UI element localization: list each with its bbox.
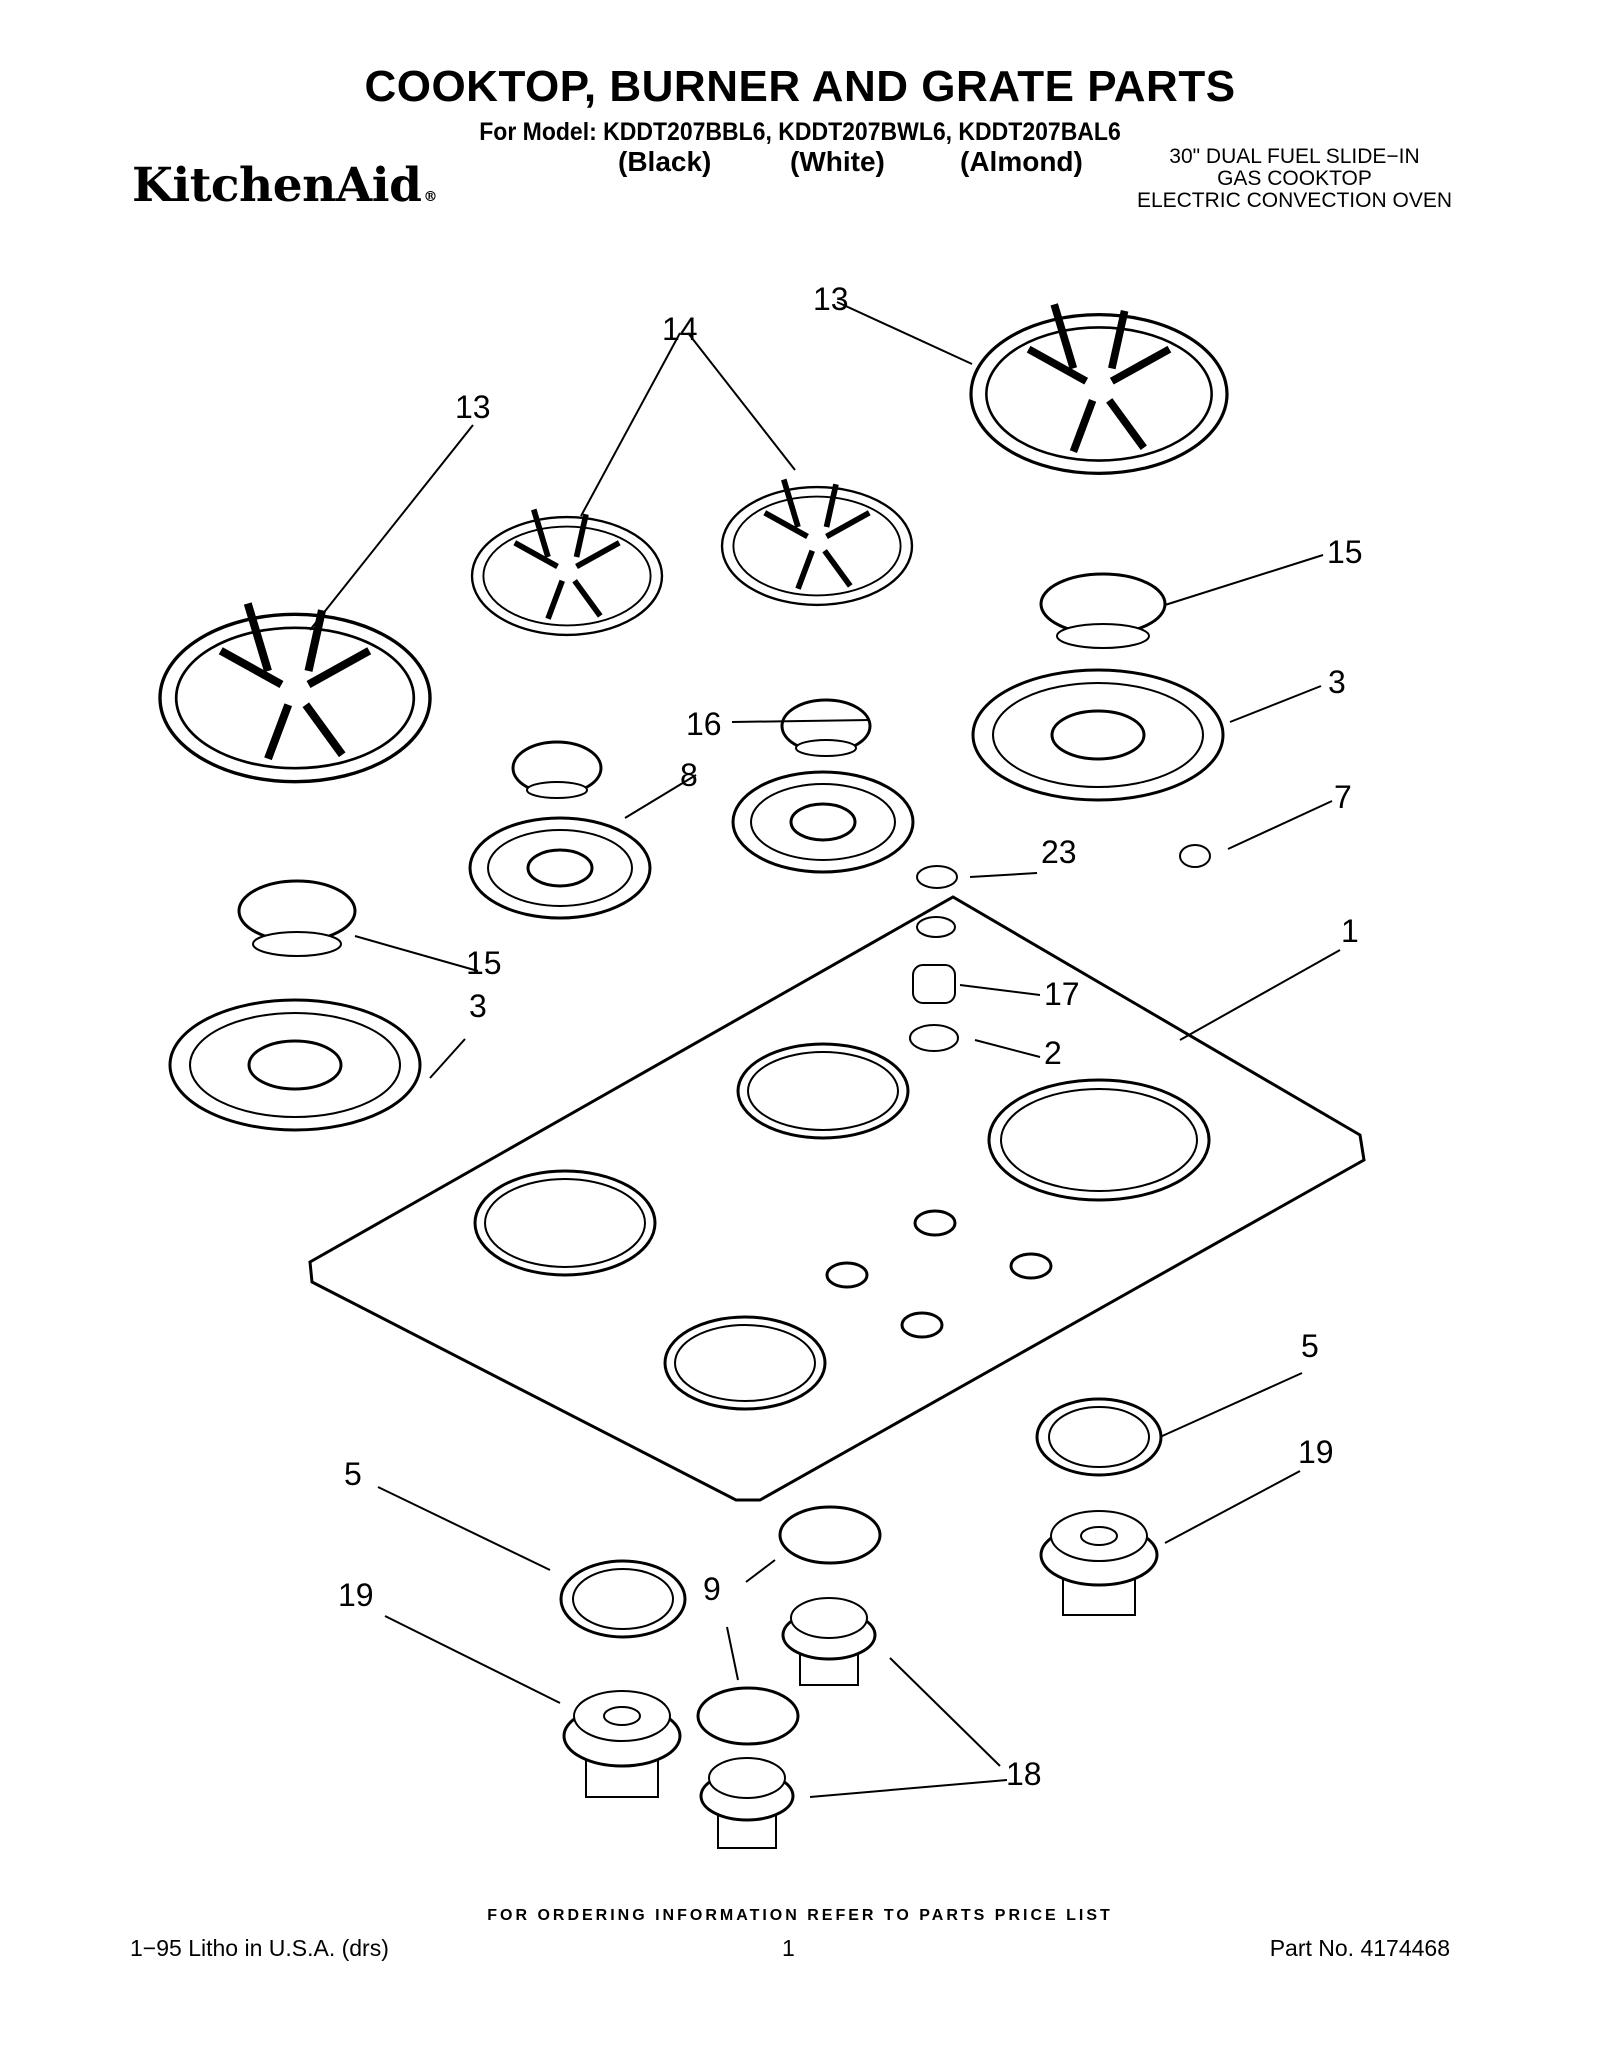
grate-rear-right (971, 304, 1227, 473)
callout-9a: 9 (703, 1571, 721, 1607)
description-line-2: GAS COOKTOP (1217, 167, 1372, 190)
cutout-center-rear (736, 1042, 910, 1140)
ordering-note: FOR ORDERING INFORMATION REFER TO PARTS … (487, 1907, 1113, 1924)
callout-15b: 15 (466, 945, 502, 981)
trim-ring-right (1035, 1397, 1163, 1477)
callout-5a: 5 (1301, 1328, 1319, 1364)
callout-8: 8 (680, 757, 698, 793)
color-white: (White) (790, 146, 885, 177)
cooktop-surface (308, 895, 1366, 1502)
trim-ring-left (559, 1559, 687, 1639)
callout-3b: 3 (469, 988, 487, 1024)
grate-center-right (722, 480, 912, 605)
callout-15a: 15 (1327, 534, 1363, 570)
callout-18: 18 (1006, 1756, 1042, 1792)
grommet (916, 916, 956, 938)
grate-center-left (472, 510, 662, 635)
description-line-3: ELECTRIC CONVECTION OVEN (1136, 189, 1452, 212)
callout-2: 2 (1044, 1035, 1062, 1071)
grate-left (160, 604, 430, 782)
valve-hole-2 (825, 1261, 869, 1289)
brand-name: KitchenAid (132, 158, 422, 213)
callout-3a: 3 (1328, 664, 1346, 700)
kitchenaid-logo: KitchenAid® (132, 158, 437, 213)
nut (1179, 844, 1211, 868)
burner-base-left-center (468, 816, 652, 920)
bezel (909, 1024, 959, 1052)
burner-head-right (1039, 1510, 1159, 1616)
burner-base-left (168, 998, 422, 1132)
valve-hole-3 (1009, 1252, 1053, 1280)
burner-base-center (731, 770, 915, 874)
callout-labels: 13 14 13 15 3 16 8 7 23 1 15 17 3 2 5 19… (338, 281, 1363, 1792)
callout-5b: 5 (344, 1456, 362, 1492)
product-description: 30" DUAL FUEL SLIDE−IN GAS COOKTOP ELECT… (1137, 146, 1452, 212)
callout-7: 7 (1334, 779, 1352, 815)
trim-ring-center (778, 1505, 882, 1565)
color-black: (Black) (618, 146, 712, 177)
callout-16: 16 (686, 706, 722, 742)
callout-19b: 19 (338, 1577, 374, 1613)
part-number: Part No. 4174468 (1269, 1935, 1450, 1961)
litho-info: 1−95 Litho in U.S.A. (drs) (130, 1935, 389, 1961)
trim-ring-front (696, 1686, 800, 1746)
valve-hole-1 (913, 1209, 957, 1237)
washer (916, 865, 958, 889)
registered-mark: ® (423, 189, 437, 205)
callout-14: 14 (662, 311, 698, 347)
color-almond: (Almond) (960, 146, 1083, 177)
callout-23: 23 (1041, 834, 1077, 870)
burner-head-left (562, 1690, 682, 1798)
callout-1: 1 (1341, 913, 1359, 949)
page-title: COOKTOP, BURNER AND GRATE PARTS (364, 62, 1236, 111)
callout-13b: 13 (455, 389, 491, 425)
valve-knob (912, 964, 956, 1004)
callout-17: 17 (1044, 976, 1080, 1012)
burner-head-center (781, 1597, 877, 1686)
cutout-left-rear (473, 1169, 657, 1277)
burner-head-front (699, 1757, 795, 1849)
page-number: 1 (782, 1935, 795, 1961)
callout-13a: 13 (813, 281, 849, 317)
cutout-right (987, 1078, 1211, 1202)
description-line-1: 30" DUAL FUEL SLIDE−IN (1169, 145, 1420, 168)
valve-hole-4 (900, 1311, 944, 1339)
burner-base-right (971, 668, 1225, 802)
cutout-center-front (663, 1315, 827, 1411)
callout-19a: 19 (1298, 1434, 1334, 1470)
model-numbers: For Model: KDDT207BBL6, KDDT207BWL6, KDD… (479, 118, 1121, 146)
